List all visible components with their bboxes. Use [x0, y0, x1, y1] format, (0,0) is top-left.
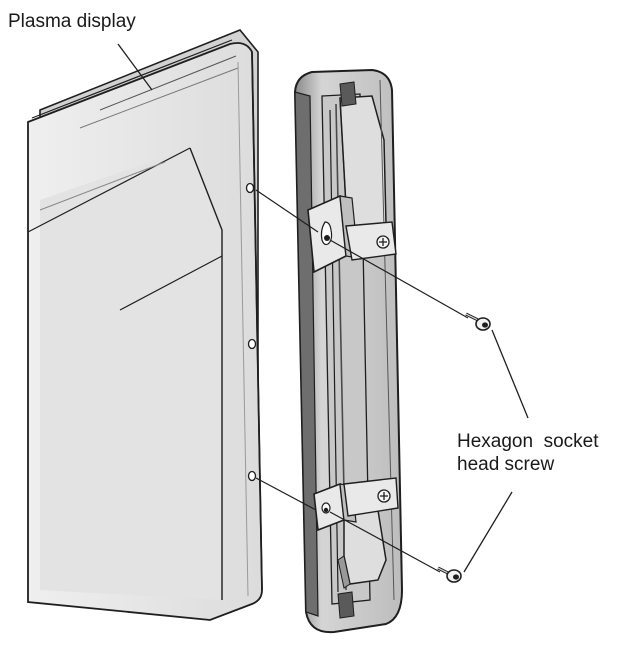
- hex-socket-screw-label-line2: head screw: [457, 454, 555, 475]
- screw-leader-lines: [463, 329, 529, 573]
- top-bracket-plate: [307, 194, 397, 274]
- hex-socket-screw-label: Hexagon socket head screw: [457, 430, 599, 476]
- panel-hole-top: [245, 182, 255, 194]
- plasma-display-panel: [27, 29, 263, 621]
- hex-socket-screw-label-line1: Hexagon socket: [457, 431, 599, 452]
- panel-hole-bottom: [247, 470, 257, 482]
- hex-socket-screw-upper: [465, 312, 491, 331]
- bottom-bracket-plate: [313, 477, 399, 532]
- hex-socket-screw-lower: [437, 566, 462, 583]
- panel-hole-middle: [247, 338, 257, 350]
- plasma-display-leader-line: [117, 43, 153, 91]
- mounting-bracket: [293, 68, 404, 634]
- plasma-display-label: Plasma display: [8, 11, 136, 32]
- alignment-lines: [255, 189, 469, 573]
